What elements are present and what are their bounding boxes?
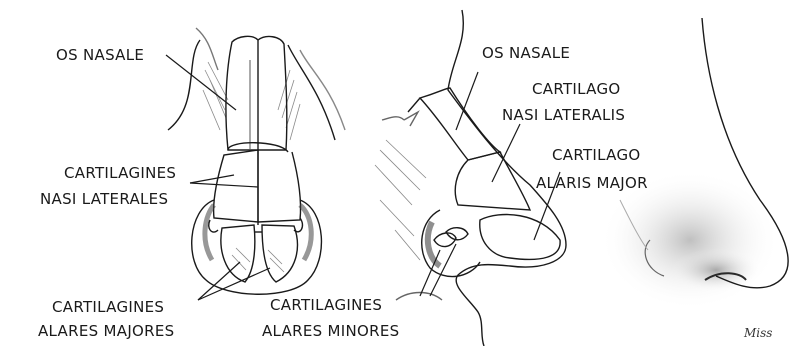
label-side-os-nasale: OS NASALE (482, 44, 570, 62)
label-front-cartilagines-1: CARTILAGINES (64, 164, 176, 182)
label-side-cartilago-1: CARTILAGO (532, 80, 620, 98)
front-leader-lines (166, 55, 270, 300)
label-front-nasi-laterales: NASI LATERALES (40, 190, 168, 208)
label-side-nasi-lateralis: NASI LATERALIS (502, 106, 625, 124)
label-side-alaris-major: ALARIS MAJOR (536, 174, 648, 192)
skin-nose-drawing (600, 18, 788, 310)
artist-signature: Miss (744, 326, 772, 340)
label-front-cartilagines-2: CARTILAGINES (52, 298, 164, 316)
label-front-alares-majores: ALARES MAJORES (38, 322, 174, 340)
label-front-os-nasale: OS NASALE (56, 46, 144, 64)
label-side-alares-minores: ALARES MINORES (262, 322, 399, 340)
front-view-drawing (168, 28, 345, 294)
label-side-cartilago-2: CARTILAGO (552, 146, 640, 164)
label-side-cartilagines: CARTILAGINES (270, 296, 382, 314)
